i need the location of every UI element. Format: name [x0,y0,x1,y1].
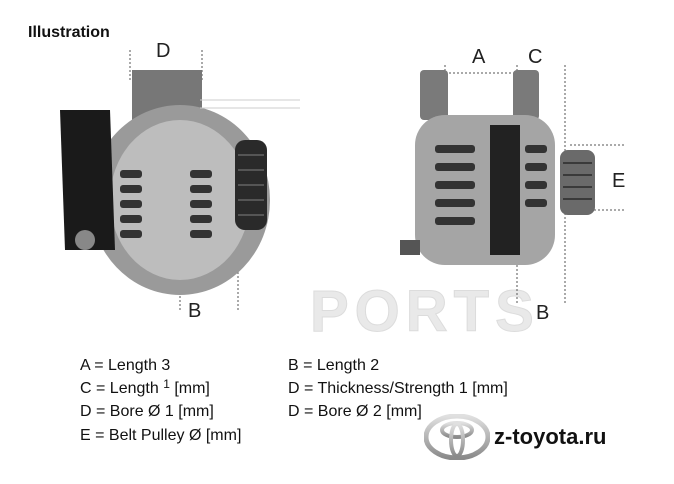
brand-site-text: z-toyota.ru [494,424,607,449]
watermark-text: PORTS [310,279,540,345]
legend-c-text: C = Length [80,380,159,397]
legend-c-unit: [mm] [174,380,210,397]
dim-marker-b-left: B [188,300,202,322]
legend-c: C = Length 1 [mm] [80,377,210,398]
toyota-logo-icon [424,414,490,460]
dim-marker-d-left: D [156,40,171,62]
dim-marker-e: E [612,170,626,192]
legend-d-thickness: D = Thickness/Strength 1 [mm] [288,380,508,397]
legend-d-bore1: D = Bore Ø 1 [mm] [80,403,214,420]
legend-c-sup: 1 [163,377,170,391]
legend-e: E = Belt Pulley Ø [mm] [80,427,242,444]
dim-marker-a: A [472,46,486,68]
alternator-side-image [400,65,625,305]
legend-d-bore2: D = Bore Ø 2 [mm] [288,403,422,420]
dim-marker-c: C [528,46,543,68]
illustration-title: Illustration [28,24,110,41]
legend-b: B = Length 2 [288,357,380,374]
legend-a: A = Length 3 [80,357,171,374]
dim-marker-b-right: B [536,302,550,324]
alternator-front-image [60,50,300,310]
